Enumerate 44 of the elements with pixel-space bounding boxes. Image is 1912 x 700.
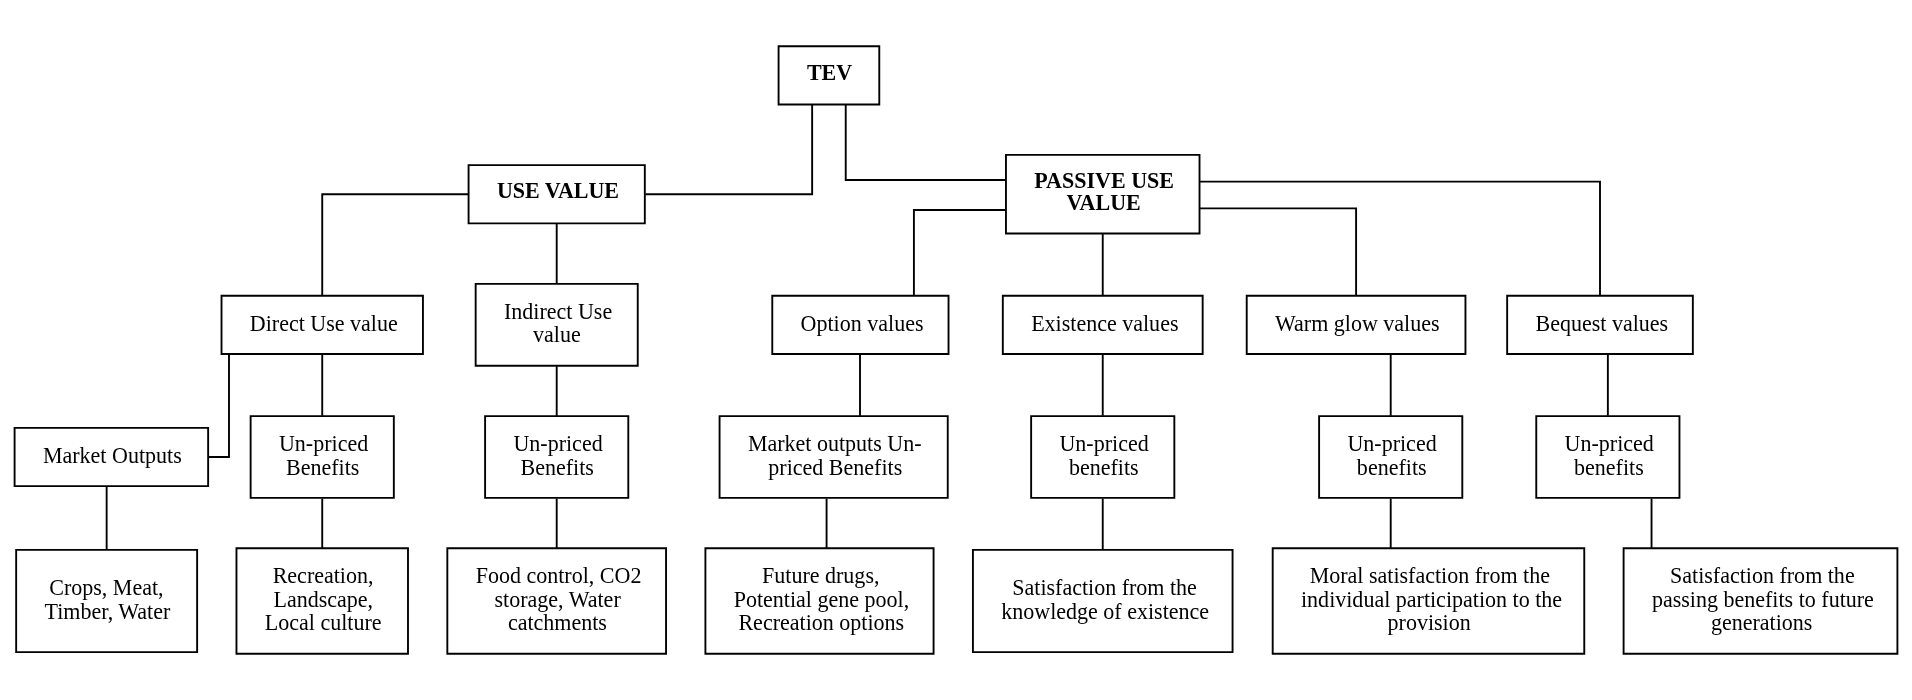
node-box: Un-priced Benefits bbox=[249, 415, 395, 499]
node-box: Option values bbox=[771, 294, 950, 355]
connector bbox=[105, 485, 108, 551]
connector bbox=[912, 209, 1007, 297]
node-box: Market Outputs bbox=[13, 426, 210, 488]
node-box: Crops, Meat, Timber, Water bbox=[15, 548, 199, 654]
connector bbox=[1389, 353, 1392, 417]
node-box: Recreation, Landscape, Local culture bbox=[235, 547, 409, 655]
connector bbox=[555, 497, 558, 550]
node-box: Food control, CO2 storage, Water catchments bbox=[446, 547, 667, 655]
connector bbox=[321, 193, 469, 297]
node-box: Bequest values bbox=[1506, 294, 1694, 355]
node-box: USE VALUE bbox=[467, 164, 646, 225]
connector bbox=[1389, 497, 1392, 550]
connector bbox=[1101, 233, 1104, 297]
connector bbox=[1101, 353, 1104, 417]
connector bbox=[1606, 353, 1609, 417]
node-box: TEV bbox=[777, 45, 881, 106]
connector bbox=[859, 353, 861, 417]
node-box: Existence values bbox=[1001, 294, 1204, 355]
node-box: Un-priced Benefits bbox=[484, 415, 630, 499]
connector bbox=[1199, 207, 1358, 297]
node-box: PASSIVE USE VALUE bbox=[1005, 153, 1201, 235]
connector bbox=[644, 103, 814, 196]
connector bbox=[555, 222, 558, 285]
connector bbox=[321, 497, 324, 550]
node-box: Warm glow values bbox=[1245, 294, 1467, 355]
node-box: Un-priced benefits bbox=[1535, 415, 1681, 499]
connector bbox=[844, 103, 1007, 181]
connector bbox=[825, 497, 828, 550]
connector bbox=[555, 364, 558, 417]
node-box: Un-priced benefits bbox=[1030, 415, 1176, 499]
node-box: Future drugs, Potential gene pool, Recreation options bbox=[704, 547, 935, 655]
connector bbox=[321, 353, 324, 417]
connector bbox=[1198, 180, 1601, 297]
connector bbox=[1101, 497, 1104, 551]
node-box: Market outputs Un-priced Benefits bbox=[718, 415, 949, 499]
node-box: Indirect Use value bbox=[474, 282, 639, 367]
node-box: Direct Use value bbox=[220, 294, 424, 355]
node-box: Satisfaction from the passing benefits to future generations bbox=[1622, 547, 1899, 655]
node-box: Moral satisfaction from the individual participation to the provision bbox=[1271, 547, 1586, 655]
connector bbox=[1650, 497, 1653, 550]
node-box: Un-priced benefits bbox=[1318, 415, 1464, 499]
node-box: Satisfaction from the knowledge of existence bbox=[971, 548, 1234, 654]
